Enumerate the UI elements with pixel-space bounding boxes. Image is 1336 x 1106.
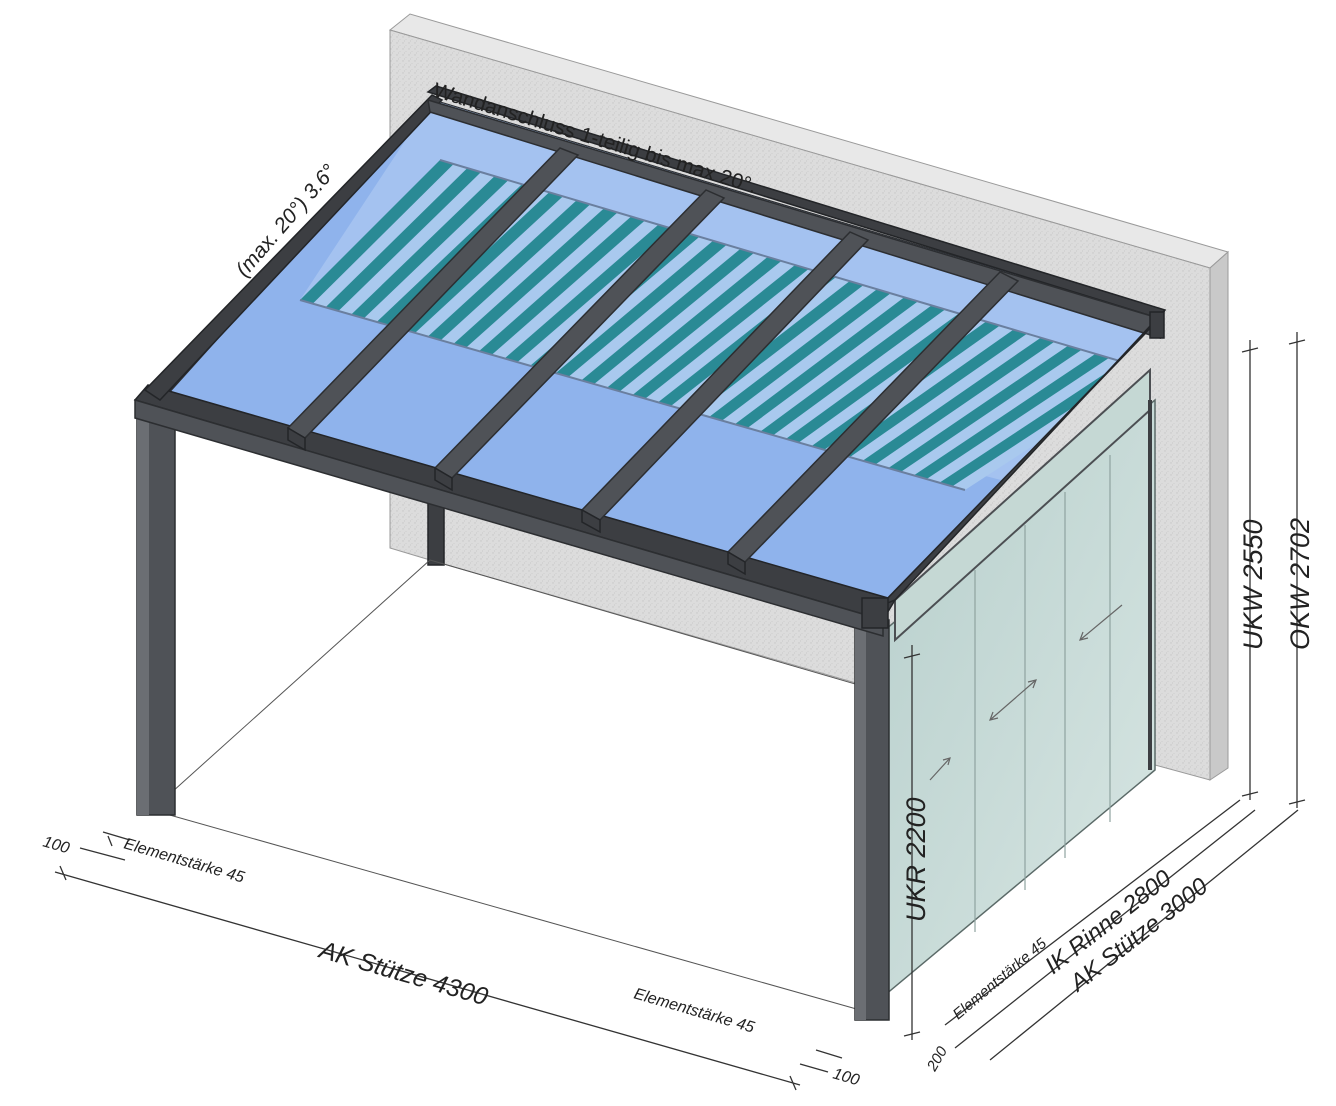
side-glass-wall [884,367,1156,997]
awning-stripe [837,329,1028,458]
awning-stripe [862,337,1055,465]
ak-stuetze-width-label: AK Stütze 4300 [314,935,491,1011]
offset-side-label: 200 [923,1043,951,1075]
awning-stripe [555,240,727,377]
awning-stripe [479,216,645,355]
element-side-label: Elementstärke 45 [950,935,1051,1023]
awning-stripe [427,200,591,341]
awning-stripe [581,248,755,385]
element-left-label: Elementstärke 45 [122,836,246,887]
front-posts [136,404,890,1021]
awning-stripe [325,168,481,311]
awning-stripe [913,353,1110,480]
awning-stripe [504,224,673,363]
roof [133,85,1167,637]
ukw-label: UKW 2550 [1238,519,1268,650]
okw-label: OKW 2702 [1285,518,1315,650]
roof-rafters [286,147,1020,576]
ukr-label: UKR 2200 [901,797,931,922]
awning-stripe [632,265,809,399]
element-right-label: Elementstärke 45 [632,986,756,1037]
offset-left-label: 100 [41,834,71,858]
awning-stripe [734,297,918,428]
awning-stripe [606,256,782,392]
offset-right-label: 100 [831,1066,861,1090]
dimension-lines [54,332,1306,1091]
awning-stripe [709,289,891,421]
awning-stripe [402,192,563,333]
awning-stripe [300,160,454,304]
awning-stripe [888,345,1082,472]
sliding-arrow-icon [929,604,1123,781]
awning-stripe [760,305,946,436]
awning-stripe [453,208,618,348]
awning-stripe [351,176,509,319]
awning-stripe [785,313,973,443]
